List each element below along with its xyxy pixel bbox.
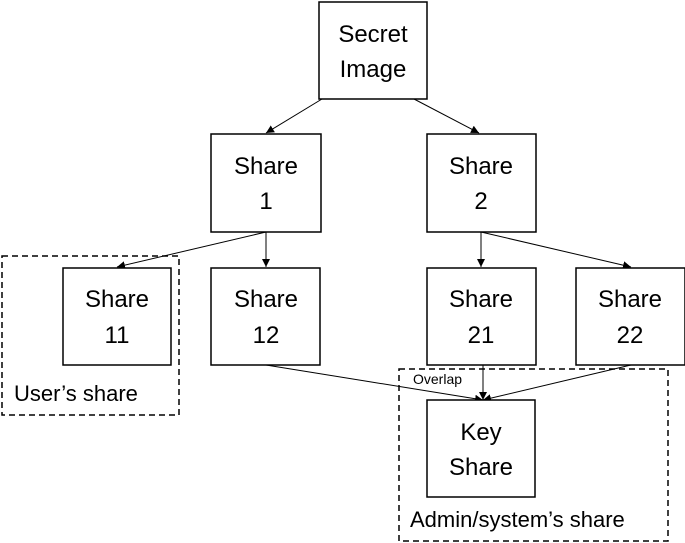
node-share-2-line1: Share: [449, 153, 513, 180]
node-share-11: Share 11: [62, 267, 172, 366]
node-secret-image-line1: Secret: [338, 21, 408, 48]
edge-share1-share11: [116, 231, 267, 270]
node-share-21: Share 21: [426, 267, 537, 366]
node-secret-image: Secret Image: [318, 1, 428, 100]
admin-share-group: [398, 368, 669, 542]
node-share-1-line1: Share: [234, 153, 298, 180]
node-share-2-line2: 2: [474, 188, 487, 215]
node-share-1-line2: 1: [259, 188, 272, 215]
node-secret-image-line2: Image: [340, 56, 407, 83]
node-share-21-line1: Share: [449, 286, 513, 313]
node-key-share: Key Share: [426, 399, 536, 498]
edge-secret-share1: [265, 98, 323, 134]
edge-secret-share2: [413, 98, 480, 134]
overlap-annotation: Overlap: [413, 371, 462, 387]
user-share-group-label: User’s share: [14, 381, 138, 406]
node-share-22-line1: Share: [598, 286, 662, 313]
edge-share2-share22: [480, 231, 632, 270]
node-share-2: Share 2: [426, 133, 537, 233]
node-share-22: Share 22: [575, 267, 685, 366]
node-share-11-line1: Share: [85, 286, 149, 313]
edge-share12-key: [265, 364, 484, 403]
node-share-22-line2: 22: [617, 322, 644, 349]
user-share-group: [1, 255, 180, 416]
node-share-21-line2: 21: [468, 322, 495, 349]
node-share-11-line2: 11: [105, 322, 130, 349]
node-share-1: Share 1: [210, 133, 322, 233]
node-key-share-line1: Key: [460, 419, 501, 446]
node-share-12: Share 12: [210, 267, 321, 366]
node-key-share-line2: Share: [449, 454, 513, 481]
node-share-12-line2: 12: [253, 322, 280, 349]
node-share-12-line1: Share: [234, 286, 298, 313]
edge-share22-key: [482, 364, 632, 403]
edges: [116, 98, 632, 403]
admin-share-group-label: Admin/system’s share: [410, 507, 625, 532]
